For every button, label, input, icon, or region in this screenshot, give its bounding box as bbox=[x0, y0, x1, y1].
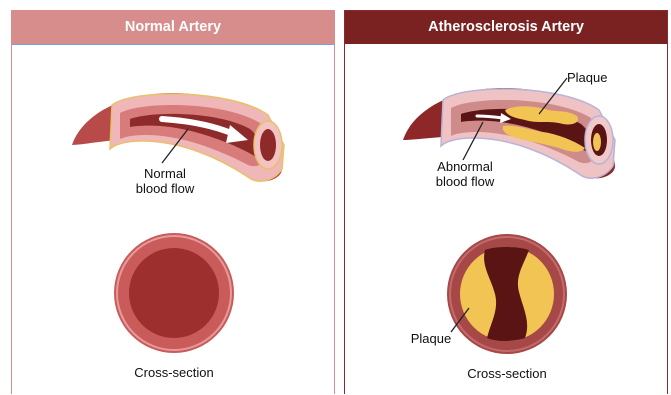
atherosclerosis-artery-illustration bbox=[345, 44, 669, 394]
atherosclerosis-artery-body: Plaque Abnormal blood flow Plaque Cross-… bbox=[345, 44, 667, 394]
athero-plaque-label-cross: Plaque bbox=[401, 331, 461, 346]
athero-plaque-label-top: Plaque bbox=[567, 70, 627, 85]
atherosclerosis-artery-title: Atherosclerosis Artery bbox=[345, 11, 667, 44]
normal-flow-label: Normal blood flow bbox=[125, 166, 205, 196]
athero-flow-label-line2: blood flow bbox=[425, 174, 505, 189]
normal-artery-panel: Normal Artery Normal blood flo bbox=[11, 10, 335, 394]
normal-cross-section-label: Cross-section bbox=[104, 365, 244, 380]
athero-flow-label: Abnormal blood flow bbox=[425, 159, 505, 189]
normal-artery-body: Normal blood flow Cross-section bbox=[12, 45, 334, 395]
athero-cross-section-label: Cross-section bbox=[437, 366, 577, 381]
athero-flow-label-line1: Abnormal bbox=[425, 159, 505, 174]
normal-cross-lumen bbox=[129, 248, 219, 338]
normal-artery-illustration bbox=[12, 45, 336, 395]
normal-flow-label-line1: Normal bbox=[125, 166, 205, 181]
normal-flow-label-line2: blood flow bbox=[125, 181, 205, 196]
atherosclerosis-artery-panel: Atherosclerosis Artery bbox=[344, 10, 668, 394]
normal-artery-title: Normal Artery bbox=[12, 11, 334, 45]
